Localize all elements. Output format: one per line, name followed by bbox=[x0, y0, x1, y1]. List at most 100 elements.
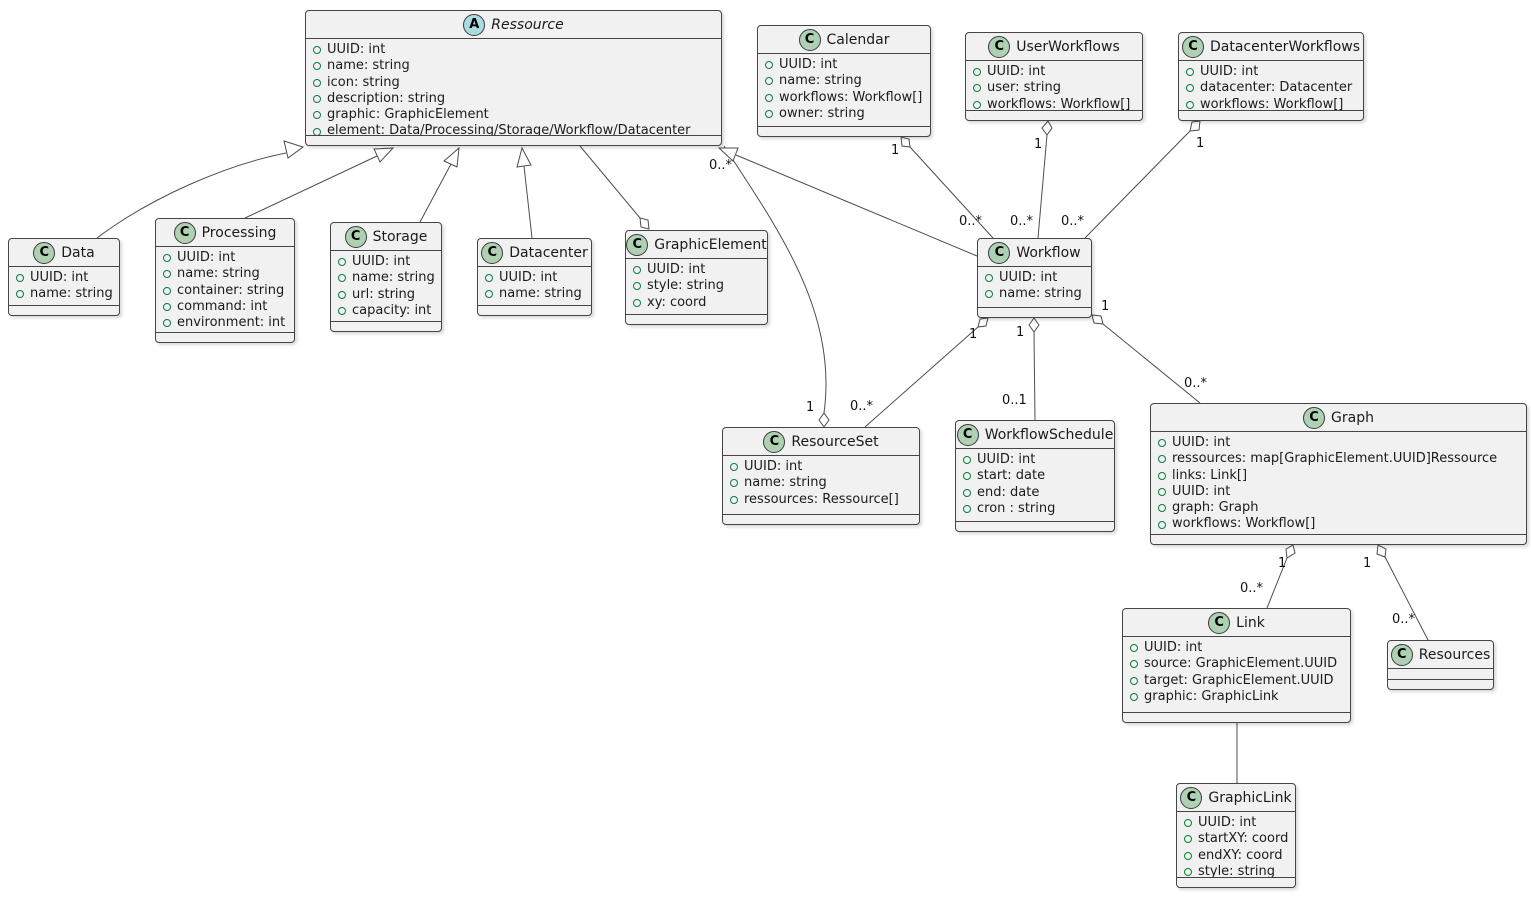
class-title: C DatacenterWorkflows bbox=[1179, 33, 1363, 61]
class-attribute: source: GraphicElement.UUID bbox=[1130, 656, 1343, 672]
class-name: Ressource bbox=[491, 16, 564, 33]
class-attribute: workflows: Workflow[] bbox=[1186, 97, 1356, 110]
attribute-text: element: Data/Processing/Storage/Workflo… bbox=[327, 123, 691, 135]
methods-compartment bbox=[9, 305, 119, 315]
edge-datacenterworkflows-to-workflow bbox=[1084, 130, 1191, 239]
class-attribute: name: string bbox=[16, 286, 113, 302]
class-attribute: UUID: int bbox=[1186, 64, 1356, 80]
aggregation-diamond-resourceset bbox=[818, 412, 830, 428]
multiplicity-graph-resources-far: 0..* bbox=[1392, 612, 1416, 627]
field-visibility-icon bbox=[765, 93, 773, 102]
class-title: C UserWorkflows bbox=[966, 33, 1142, 61]
field-visibility-icon bbox=[730, 463, 738, 472]
field-visibility-icon bbox=[1130, 660, 1138, 669]
field-visibility-icon bbox=[338, 307, 346, 316]
class-icon: C bbox=[1181, 35, 1204, 58]
class-box-resources: C Resources bbox=[1387, 640, 1494, 690]
class-attribute: UUID: int bbox=[1158, 435, 1519, 451]
field-visibility-icon bbox=[163, 319, 171, 328]
field-visibility-icon bbox=[163, 254, 171, 263]
inheritance-arrow-processing bbox=[373, 147, 395, 163]
attribute-text: name: string bbox=[779, 73, 862, 89]
class-icon: C bbox=[1390, 643, 1413, 666]
class-attribute: name: string bbox=[338, 270, 435, 286]
aggregation-diamond-workflow-left bbox=[977, 317, 989, 328]
edge-workflow-to-ressource bbox=[735, 154, 978, 257]
attribute-text: graphic: GraphicLink bbox=[1144, 688, 1279, 704]
attribute-text: ressources: Ressource[] bbox=[744, 491, 899, 507]
attribute-text: style: string bbox=[647, 278, 725, 294]
multiplicity-graph-link-near: 1 bbox=[1278, 556, 1287, 571]
field-visibility-icon bbox=[485, 274, 493, 283]
class-attribute: UUID: int bbox=[338, 254, 434, 270]
class-attribute: UUID: int bbox=[765, 57, 923, 73]
class-attribute: ressources: map[GraphicElement.UUID]Ress… bbox=[1158, 451, 1519, 467]
multiplicity-userworkflows-workflow-end: 0..* bbox=[1010, 214, 1034, 229]
field-visibility-icon bbox=[16, 290, 24, 299]
field-visibility-icon bbox=[973, 84, 981, 93]
class-title: C ResourceSet bbox=[723, 428, 919, 456]
class-attribute: name: string bbox=[485, 286, 584, 302]
multiplicity-userworkflows-end: 1 bbox=[1034, 137, 1043, 152]
class-attribute: description: string bbox=[313, 91, 714, 107]
attribute-text: workflows: Workflow[] bbox=[779, 89, 923, 105]
class-name: Datacenter bbox=[509, 244, 588, 261]
aggregation-diamond-datacenterworkflows bbox=[1189, 120, 1201, 132]
edge-ressource-to-resourceset bbox=[723, 145, 827, 414]
class-attribute: graph: Graph bbox=[1158, 500, 1519, 516]
attribute-text: description: string bbox=[327, 90, 446, 106]
field-visibility-icon bbox=[765, 77, 773, 86]
class-name: Resources bbox=[1418, 646, 1491, 663]
inheritance-arrow-data bbox=[283, 140, 305, 159]
attribute-text: UUID: int bbox=[30, 270, 89, 285]
attribute-text: UUID: int bbox=[1200, 64, 1259, 79]
field-visibility-icon bbox=[1184, 868, 1192, 877]
field-visibility-icon bbox=[963, 472, 971, 481]
field-visibility-icon bbox=[485, 290, 493, 299]
class-icon: C bbox=[763, 430, 786, 453]
class-attribute: UUID: int bbox=[963, 452, 1107, 468]
inheritance-arrow-storage bbox=[443, 146, 460, 168]
attribute-text: UUID: int bbox=[327, 42, 386, 57]
field-visibility-icon bbox=[1186, 84, 1194, 93]
field-visibility-icon bbox=[1158, 439, 1166, 448]
field-visibility-icon bbox=[973, 100, 981, 109]
attribute-text: UUID: int bbox=[499, 270, 558, 285]
attribute-text: UUID: int bbox=[987, 64, 1046, 79]
edge-workflow-to-workflowschedule bbox=[1033, 331, 1036, 421]
class-attribute: UUID: int bbox=[1130, 640, 1343, 656]
field-visibility-icon bbox=[1158, 471, 1166, 480]
attribute-text: target: GraphicElement.UUID bbox=[1144, 672, 1334, 688]
multiplicity-workflow-resourceset-far: 0..* bbox=[850, 399, 874, 414]
methods-compartment bbox=[1151, 534, 1526, 544]
attribute-text: source: GraphicElement.UUID bbox=[1144, 656, 1338, 672]
methods-compartment bbox=[478, 305, 591, 315]
class-icon: C bbox=[956, 423, 979, 446]
class-attribute: name: string bbox=[765, 73, 923, 89]
edge-datacenter-to-ressource bbox=[523, 165, 533, 239]
class-attribute: startXY: coord bbox=[1184, 831, 1288, 847]
edge-workflow-to-graph bbox=[1102, 323, 1201, 404]
methods-compartment bbox=[1123, 712, 1350, 722]
class-attribute: datacenter: Datacenter bbox=[1186, 80, 1356, 96]
attribute-text: UUID: int bbox=[1172, 435, 1231, 450]
edge-calendar-to-workflow bbox=[909, 146, 994, 239]
class-attribute: UUID: int bbox=[313, 42, 714, 58]
attribute-text: url: string bbox=[352, 286, 416, 302]
field-visibility-icon bbox=[313, 95, 321, 104]
class-attribute: UUID: int bbox=[16, 270, 112, 286]
class-attribute: endXY: coord bbox=[1184, 848, 1288, 864]
class-title: C GraphicLink bbox=[1177, 784, 1295, 812]
attribute-text: name: string bbox=[327, 58, 410, 74]
